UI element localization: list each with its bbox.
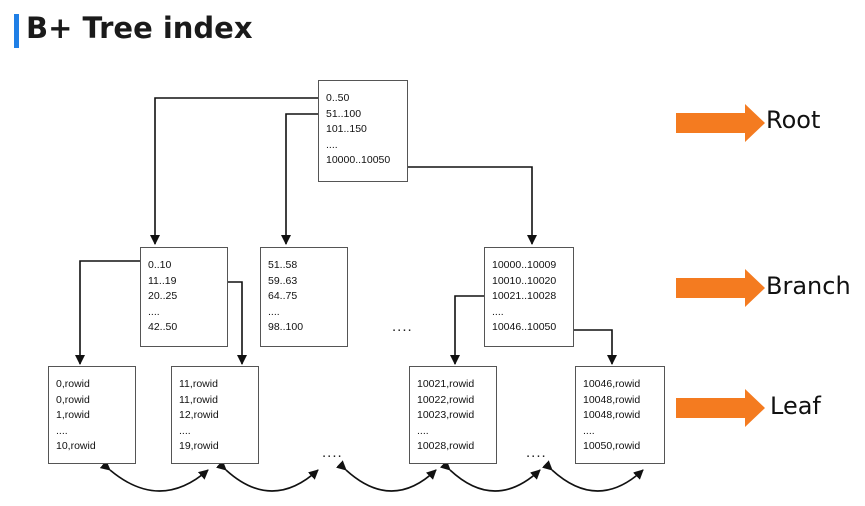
node-entry: 64..75 [268,290,298,302]
node-entry: .... [417,424,429,437]
root-to-branch-1-arrow [150,97,318,245]
node-entry: 1,rowid [56,409,90,421]
node-entry: 10046,rowid [583,378,641,390]
node-entry: 10028,rowid [417,440,475,452]
node-entry: 0..10 [148,259,172,271]
node-entry: 11,rowid [179,378,218,390]
branch-1-to-leaf-1-arrow [75,260,140,365]
node-entry: 10022,rowid [417,393,475,406]
page-title: B+ Tree index [26,11,253,45]
branch-level-arrow-icon [676,269,765,307]
branch-node-1: 0..10 11..19 20..25 .... 42..50 [140,247,228,347]
branch-node-2: 51..58 59..63 64..75 .... 98..100 [260,247,348,347]
node-entry: 11..19 [148,274,177,287]
node-entry: 10050,rowid [583,440,641,452]
node-entry: 10021,rowid [417,378,475,390]
root-node: 0..50 51..100 101..150 .... 10000..10050 [318,80,408,182]
node-entry: 11,rowid [179,393,218,406]
branch-3-to-leaf-4-arrow [568,329,617,365]
node-entry: 98..100 [268,321,304,333]
root-level-label: Root [766,106,821,134]
branch-node-3: 10000..10009 10010..10020 10021..10028 .… [484,247,574,347]
leaf-node-1: 0,rowid 0,rowid 1,rowid .... 10,rowid [48,366,136,464]
leaf-node-2: 11,rowid 11,rowid 12,rowid .... 19,rowid [171,366,259,464]
leaf-link-5-arrow [541,460,644,492]
root-to-branch-2-arrow [281,113,318,245]
leaf-gap-ellipsis-right: .... [526,444,547,461]
node-entry: 59..63 [268,274,298,287]
node-entry: 51..100 [326,107,362,120]
node-entry: 0..50 [326,92,350,104]
leaf-link-4-arrow [440,460,541,492]
node-entry: 10021..10028 [492,290,557,302]
leaf-node-4: 10046,rowid 10048,rowid 10048,rowid ....… [575,366,665,464]
node-entry: .... [268,305,280,318]
leaf-link-3-arrow [335,460,437,492]
node-entry: 0,rowid [56,378,90,390]
root-level-arrow-icon [676,104,765,142]
leaf-level-arrow-icon [676,389,765,427]
node-entry: .... [583,424,595,437]
node-entry: 12,rowid [179,409,219,421]
node-entry: 20..25 [148,290,178,302]
node-entry: .... [326,138,338,151]
node-entry: .... [148,305,160,318]
node-entry: 42..50 [148,321,178,333]
leaf-link-2-arrow [215,460,319,492]
node-entry: 19,rowid [179,440,219,452]
root-to-branch-3-arrow [408,166,537,245]
node-entry: 101..150 [326,123,367,135]
branch-gap-ellipsis: .... [392,318,413,335]
node-entry: 10048,rowid [583,393,641,406]
leaf-level-label: Leaf [770,392,821,420]
node-entry: 51..58 [268,259,298,271]
node-entry: 10048,rowid [583,409,641,421]
node-entry: .... [179,424,191,437]
node-entry: 10023,rowid [417,409,475,421]
leaf-gap-ellipsis-left: .... [322,444,343,461]
node-entry: 10046..10050 [492,321,557,333]
node-entry: .... [492,305,504,318]
node-entry: 0,rowid [56,393,90,406]
node-entry: 10000..10009 [492,259,557,271]
node-entry: 10010..10020 [492,274,557,287]
node-entry: .... [56,424,68,437]
branch-level-label: Branch [766,272,851,300]
branch-3-to-leaf-3-arrow [450,295,492,365]
leaf-node-3: 10021,rowid 10022,rowid 10023,rowid ....… [409,366,497,464]
node-entry: 10000..10050 [326,154,391,166]
leaf-link-1-arrow [99,460,209,492]
node-entry: 10,rowid [56,440,96,452]
title-accent-bar [14,14,19,48]
